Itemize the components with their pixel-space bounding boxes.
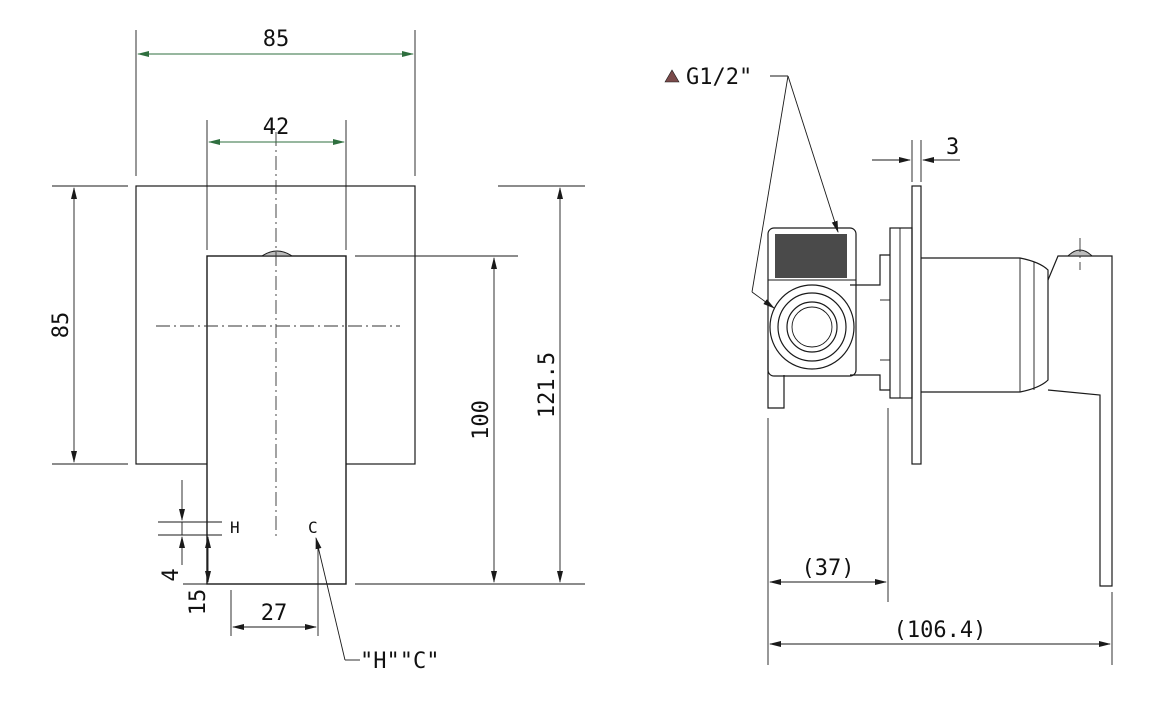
- dim-body-width-label: 42: [263, 115, 290, 140]
- dim-hc-spacing-label: 27: [261, 601, 288, 626]
- dim-total-depth-label: (106.4): [894, 618, 987, 643]
- h-marker: H: [230, 518, 240, 537]
- dim-body-height-label: 100: [469, 400, 494, 440]
- dim-plate-height: 85: [49, 185, 128, 465]
- side-view: G1/2" 3 (37) (106.4): [664, 65, 1113, 665]
- dim-total-height: 121.5: [498, 185, 585, 583]
- thread-label: G1/2": [686, 65, 752, 90]
- neck: [850, 254, 890, 391]
- dim-total-height-label: 121.5: [535, 352, 560, 418]
- dim-body-width: 42: [206, 115, 347, 250]
- lever: [1047, 255, 1113, 587]
- top-knob: [260, 250, 294, 257]
- dim-plate-thickness: 3: [872, 135, 960, 182]
- dim-body-height: 100: [355, 255, 585, 585]
- hc-marking-callout: "H""C": [315, 537, 439, 674]
- valve-body: [206, 255, 347, 585]
- dim-bottom-offset-label: 15: [186, 589, 211, 616]
- hc-marking-label: "H""C": [360, 649, 439, 674]
- lever-knob: [1066, 249, 1094, 257]
- dim-total-depth: (106.4): [769, 592, 1113, 665]
- dim-plate-width-label: 85: [263, 27, 290, 52]
- flange: [889, 227, 913, 399]
- c-marker: C: [308, 518, 318, 537]
- dim-valve-depth: (37): [767, 408, 889, 665]
- handle-body: [921, 257, 1049, 393]
- side-port-outer: [769, 284, 855, 370]
- threaded-port: [775, 234, 847, 278]
- dim-plate-width: 85: [135, 27, 416, 176]
- dim-hc-spacing: 27: [230, 542, 319, 636]
- thread-triangle-icon: [664, 69, 680, 83]
- dim-plate-height-label: 85: [49, 312, 74, 339]
- thread-callout: G1/2": [664, 65, 839, 309]
- front-view: H C 85 42 85 100: [49, 27, 585, 674]
- wall-plate: [911, 185, 922, 465]
- mounting-bracket: [767, 350, 785, 409]
- dim-plate-thickness-label: 3: [946, 135, 959, 160]
- dim-h-offset-label: 4: [159, 568, 184, 581]
- dim-valve-depth-label: (37): [802, 556, 855, 581]
- dim-bottom-offsets: 4 15: [158, 480, 222, 615]
